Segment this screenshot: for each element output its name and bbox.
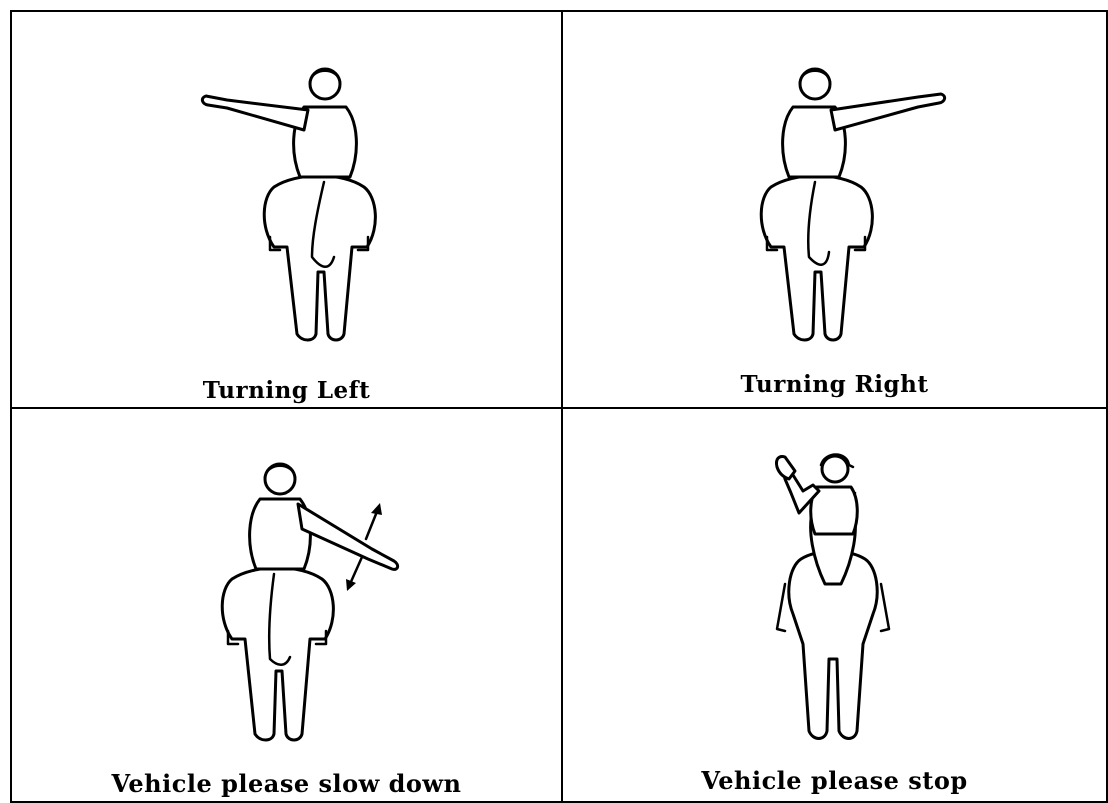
rider-stop-illustration bbox=[563, 409, 1106, 801]
rider-slow-down-illustration bbox=[12, 409, 561, 801]
caption-stop: Vehicle please stop bbox=[563, 766, 1106, 795]
caption-turning-left: Turning Left bbox=[12, 377, 561, 404]
panel-stop: Vehicle please stop bbox=[563, 409, 1106, 801]
caption-turning-right: Turning Right bbox=[563, 371, 1106, 398]
rider-turning-left-illustration bbox=[12, 12, 561, 407]
panel-turning-left: Turning Left bbox=[12, 12, 561, 407]
panel-slow-down: Vehicle please slow down bbox=[12, 409, 561, 801]
caption-slow-down: Vehicle please slow down bbox=[12, 769, 561, 798]
panel-turning-right: Turning Right bbox=[563, 12, 1106, 407]
rider-turning-right-illustration bbox=[563, 12, 1106, 407]
